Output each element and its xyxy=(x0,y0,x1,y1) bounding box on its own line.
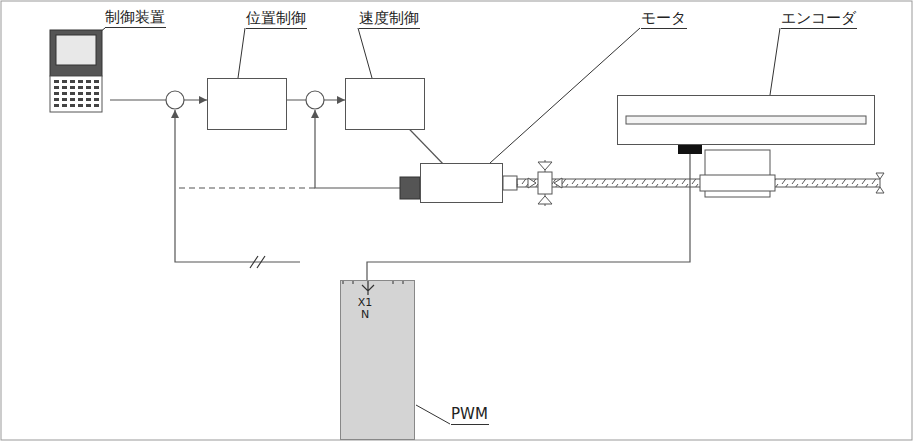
leader-lines xyxy=(90,28,780,424)
summing-junction xyxy=(166,91,184,109)
part-label: 速度制御 xyxy=(359,9,420,29)
part-label: 位置制御 xyxy=(246,9,307,29)
pwm-module: X1 NPWM xyxy=(340,280,415,440)
coupling xyxy=(503,176,517,190)
read-head xyxy=(678,145,702,154)
position-control-box: 位置制御 xyxy=(207,78,287,130)
signal-line xyxy=(367,145,690,280)
motor-encoder xyxy=(400,177,420,199)
ball-screw xyxy=(517,179,880,187)
feedback-wires xyxy=(175,110,400,268)
control-unit-icon xyxy=(48,28,110,116)
speed-control-box: 速度制御 xyxy=(345,78,425,130)
signal-line xyxy=(110,99,207,100)
part-label: PWM xyxy=(451,405,489,425)
linear-encoder: エンコーダ xyxy=(617,95,875,145)
screw-nut xyxy=(700,175,775,191)
motor-box: モータ xyxy=(420,163,503,203)
pin-name: X1 N xyxy=(354,297,376,321)
control-unit: 制御装置 xyxy=(48,28,110,116)
scale-glass xyxy=(618,96,876,146)
summing-junction xyxy=(306,91,324,109)
part-label: モータ xyxy=(641,9,687,29)
part-label: エンコーダ xyxy=(781,9,857,29)
connector-symbol xyxy=(341,281,416,311)
part-label: 制御装置 xyxy=(105,8,166,28)
